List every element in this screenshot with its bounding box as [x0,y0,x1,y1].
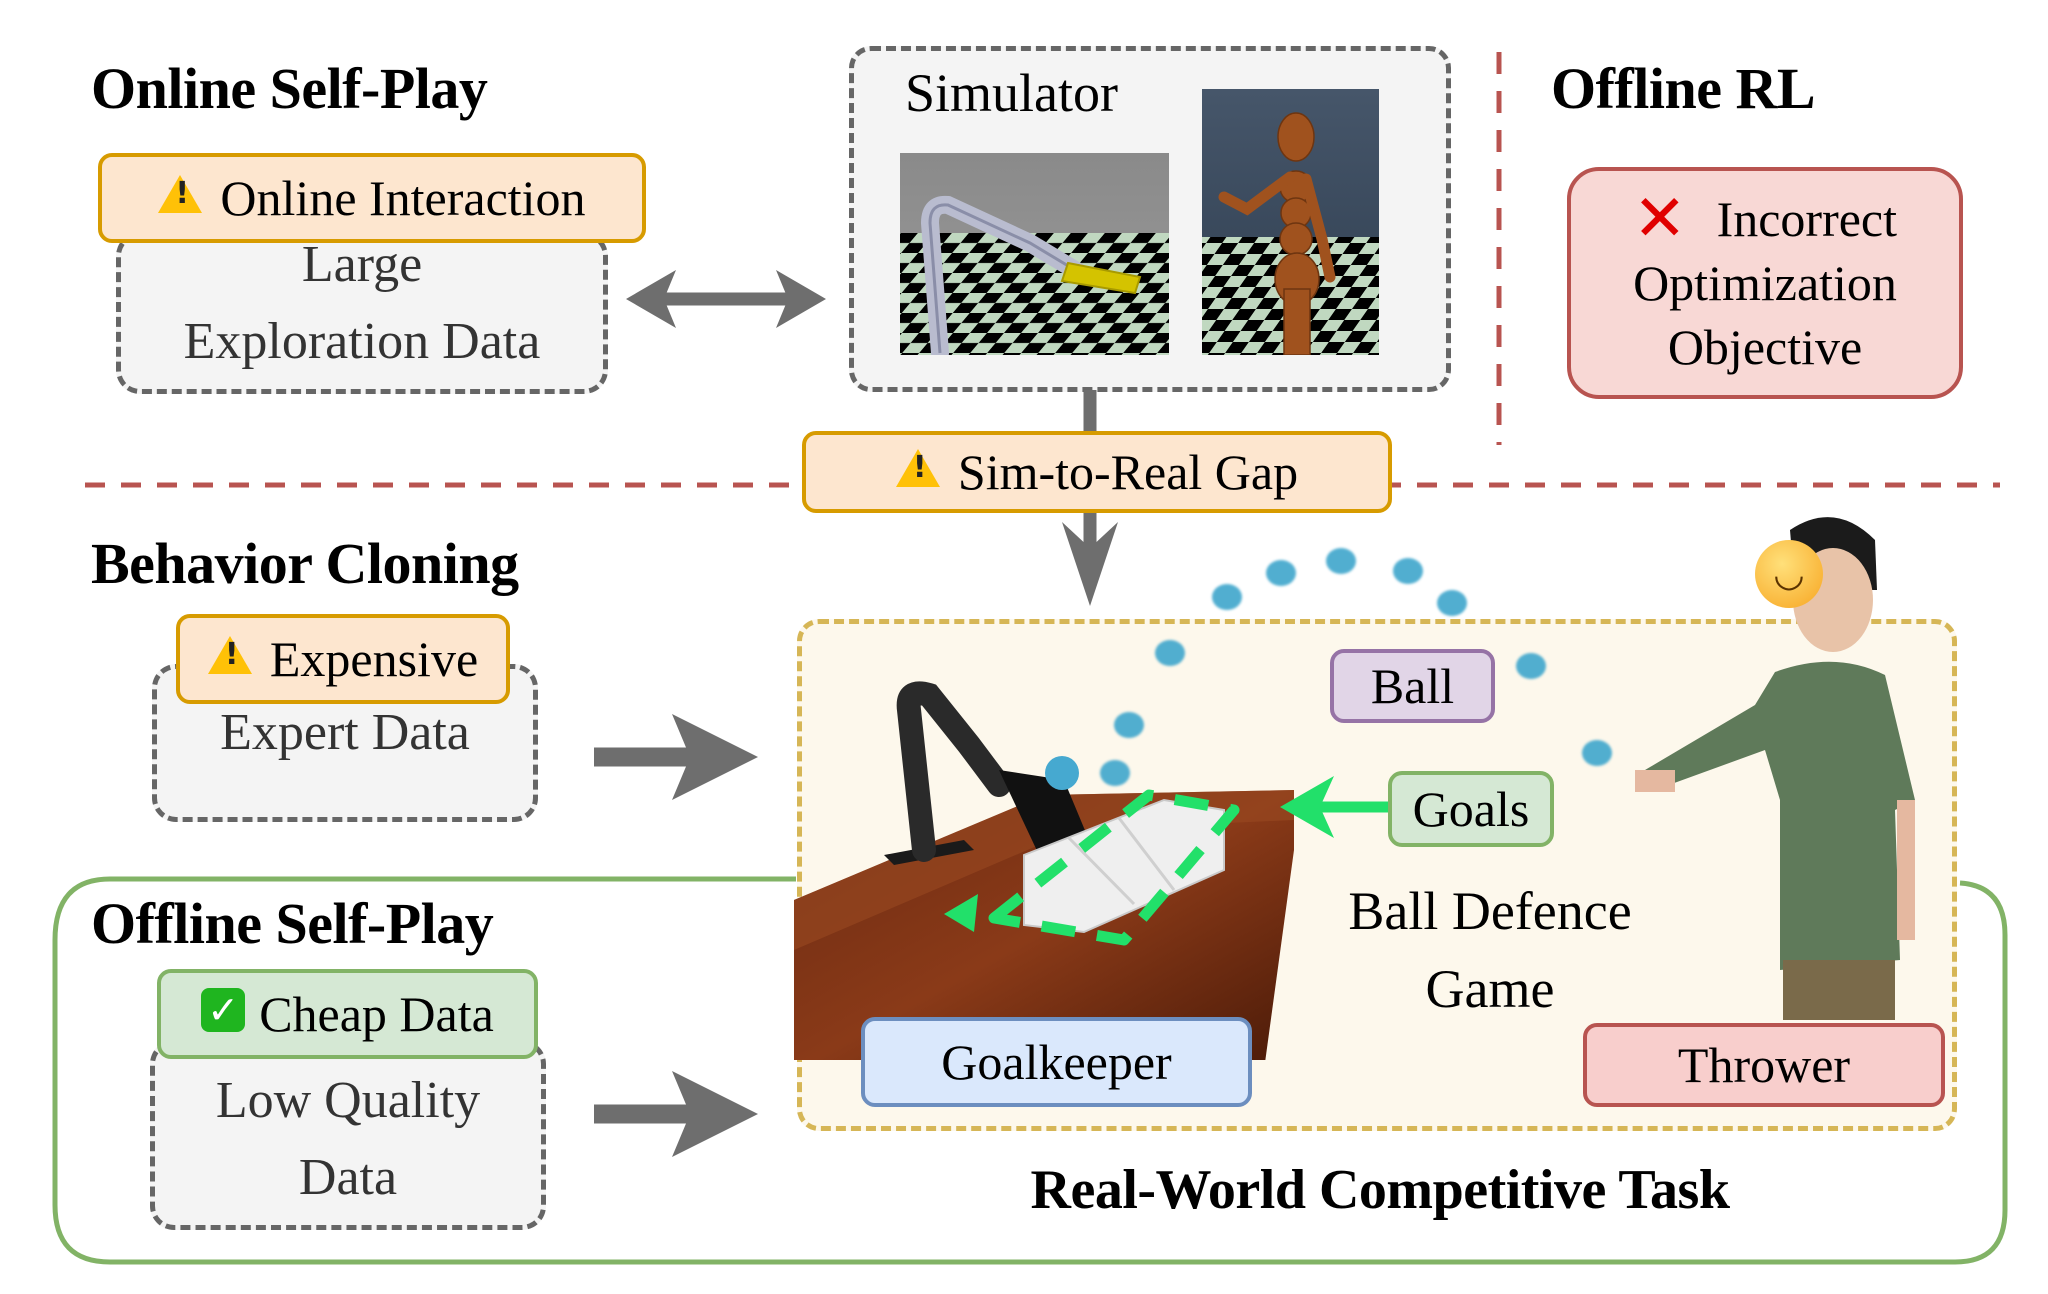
ball-trajectory-point [1437,590,1467,616]
badge-line2: Optimization [1633,255,1897,311]
game-name: Ball Defence Game [1300,872,1680,1029]
right-arrow-icon [594,1071,758,1157]
shirt-shape [1645,661,1915,970]
warning-icon: ! [895,449,940,487]
badge-label: Expensive [269,631,479,687]
ball-trajectory-point [1393,558,1423,584]
goals-arrow-icon [1280,776,1392,838]
check-icon: ✓ [201,988,246,1032]
goalkeeper-label: Goalkeeper [861,1017,1252,1107]
goalkeeper-robot-photo [794,681,1294,1060]
paddle-shape [1060,261,1142,295]
robot-arm-shape [896,681,1011,862]
low-quality-data-box: Low Quality Data [150,1040,546,1230]
warning-icon: ! [158,175,203,213]
online-interaction-badge: ! Online Interaction [98,153,646,243]
goal-boxes [1023,798,1225,934]
robot-arm-simulation-image [900,153,1169,355]
ball-label: Ball [1330,649,1495,723]
paddle-shape [999,770,1089,855]
simulator-label: Simulator [905,63,1118,123]
ball-trajectory-point [1212,584,1242,610]
trousers-shape [1783,960,1895,1020]
humanoid-simulation-image [1202,89,1379,355]
ball-trajectory-point [1100,760,1130,786]
ball-trajectory-point [1326,548,1356,574]
data-box-line1: Low Quality [215,1072,481,1130]
large-exploration-data-box: Large Exploration Data [116,232,608,394]
ball-trajectory-point [1266,560,1296,586]
incorrect-objective-badge: ✕ Incorrect Optimization Objective [1567,167,1963,399]
data-box-line1: Expert Data [220,704,470,761]
ball-trajectory-point [1114,712,1144,738]
bidirectional-arrow-icon [626,270,826,328]
right-arrow-icon [594,714,758,800]
cross-icon: ✕ [1632,182,1687,256]
online-self-play-title: Online Self-Play [91,56,488,121]
ball-trajectory-point [1516,653,1546,679]
ball-trajectory-point [1155,640,1185,666]
cheap-data-badge: ✓ Cheap Data [157,969,538,1059]
offline-self-play-frame [52,876,2008,1265]
game-name-line1: Ball Defence [1348,881,1632,941]
game-name-line2: Game [1425,959,1555,1020]
goals-label: Goals [1388,771,1554,847]
data-box-line2: Data [298,1149,398,1207]
data-box-line2: Exploration Data [183,313,541,371]
data-box-line1: Large [301,236,423,294]
offline-rl-title: Offline RL [1551,56,1816,121]
real-world-task-caption: Real-World Competitive Task [1030,1159,1730,1221]
expensive-badge: ! Expensive [176,614,510,704]
humanoid-figure [1218,112,1336,355]
thrower-label: Thrower [1583,1023,1945,1107]
offline-self-play-title: Offline Self-Play [91,891,494,956]
badge-label: Sim-to-Real Gap [957,444,1299,500]
behavior-cloning-title: Behavior Cloning [91,531,519,596]
badge-line1: Incorrect [1716,191,1898,247]
badge-label: Cheap Data [259,986,494,1042]
ball-trajectory-point [1582,740,1612,766]
goal-zone-outline [988,789,1240,946]
smiling-face-icon: ◡ [1755,540,1823,608]
badge-label: Online Interaction [220,170,586,226]
badge-line3: Objective [1667,319,1863,375]
sim-to-real-gap-badge: ! Sim-to-Real Gap [802,431,1392,513]
warning-icon: ! [207,636,252,674]
